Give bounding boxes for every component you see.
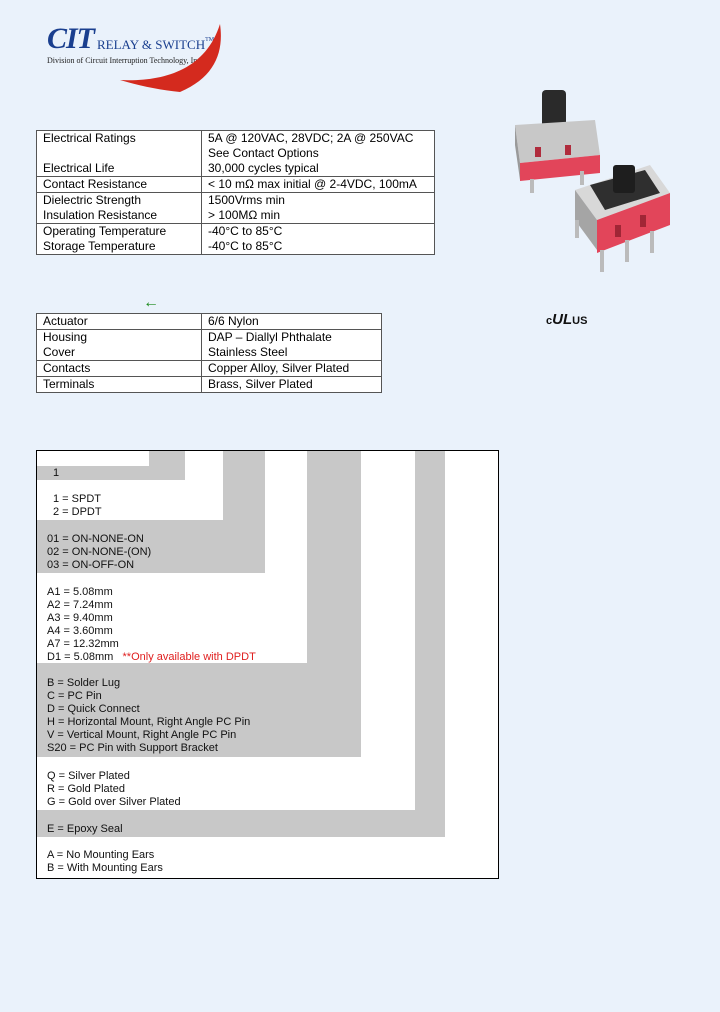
ordering-info-box: 1 1 = SPDT 2 = DPDT 01 = ON-NONE-ON 02 =… [36,450,499,879]
list-item: A4 = 3.60mm [47,625,113,637]
order-seal: E = Epoxy Seal [47,823,123,835]
list-item: 01 = ON-NONE-ON [47,533,144,545]
table-row: Contact Resistance < 10 mΩ max initial @… [36,176,435,193]
spec-value: Brass, Silver Plated [201,376,382,393]
list-item: R = Gold Plated [47,783,125,795]
spec-label: Terminals [36,376,202,393]
logo-relay-switch-text: RELAY & SWITCH [97,37,206,52]
list-item: A = No Mounting Ears [47,849,155,861]
table-row: Contacts Copper Alloy, Silver Plated [36,360,382,377]
list-item: V = Vertical Mount, Right Angle PC Pin [47,729,237,741]
materials-table: Actuator 6/6 Nylon Housing Cover DAP – D… [36,313,382,393]
spec-value: Copper Alloy, Silver Plated [201,360,382,377]
list-item: A3 = 9.40mm [47,612,113,624]
table-row: Electrical Ratings Electrical Life 5A @ … [36,130,435,177]
list-item: 2 = DPDT [53,506,102,518]
list-item: H = Horizontal Mount, Right Angle PC Pin [47,716,251,728]
spec-label: Insulation Resistance [43,208,158,222]
arrow-left-icon: ← [143,294,159,311]
order-terminals: B = Solder Lug C = PC Pin D = Quick Conn… [47,677,250,755]
spec-label: Electrical Ratings [43,131,136,145]
list-item: D = Quick Connect [47,703,140,715]
spec-label: Electrical Life [43,161,115,175]
spec-value: Stainless Steel [208,345,288,359]
spec-value: DAP – Diallyl Phthalate [208,330,332,344]
ul-c: c [546,315,553,327]
list-item: 03 = ON-OFF-ON [47,559,135,571]
table-row: Actuator 6/6 Nylon [36,313,382,330]
list-item: S20 = PC Pin with Support Bracket [47,742,218,754]
spec-label: Housing [43,330,88,344]
table-row: Operating Temperature Storage Temperatur… [36,223,435,255]
list-item: A7 = 12.32mm [47,638,119,650]
spec-label: Storage Temperature [43,239,156,253]
order-actuator: A1 = 5.08mm A2 = 7.24mm A3 = 9.40mm A4 =… [47,586,256,664]
order-series: 1 [53,467,60,479]
list-item: D1 = 5.08mm **Only available with DPDT [47,651,256,664]
product-photo-switches [515,90,670,272]
spec-label: Operating Temperature [43,224,167,238]
logo-cit: CIT [47,22,95,55]
spec-value: 6/6 Nylon [201,313,382,330]
spec-label: Contacts [36,360,202,377]
ul-letters: UL [552,311,573,328]
order-plating: Q = Silver Plated R = Gold Plated G = Go… [47,770,181,809]
logo-division: Division of Circuit Interruption Technol… [47,56,203,65]
spec-value: -40°C to 85°C [208,239,283,253]
list-item: B = With Mounting Ears [47,862,163,874]
list-item: 1 = SPDT [53,493,101,505]
order-poles: 1 = SPDT 2 = DPDT [53,493,102,519]
list-item: 02 = ON-NONE-(ON) [47,546,152,558]
order-mounting: A = No Mounting Ears B = With Mounting E… [47,849,163,875]
spec-value: 5A @ 120VAC, 28VDC; 2A @ 250VAC [208,131,414,145]
actuator-d1: D1 = 5.08mm [47,651,114,663]
dpdt-note: **Only available with DPDT [122,651,256,663]
list-item: A2 = 7.24mm [47,599,113,611]
spec-label: Cover [43,345,76,359]
list-item: C = PC Pin [47,690,102,702]
list-item: G = Gold over Silver Plated [47,796,181,808]
list-item: B = Solder Lug [47,677,121,689]
spec-value: See Contact Options [208,146,319,160]
spec-value: > 100MΩ min [208,208,280,222]
order-circuit: 01 = ON-NONE-ON 02 = ON-NONE-(ON) 03 = O… [47,533,151,572]
spec-label: Dielectric Strength [43,193,142,207]
logo-swoosh-icon [120,24,221,92]
ul-certification-icon: cULUS [546,311,587,328]
logo-tm: TM [205,37,215,43]
spec-value: 30,000 cycles typical [208,161,319,175]
list-item: Q = Silver Plated [47,770,130,782]
table-row: Housing Cover DAP – Diallyl Phthalate St… [36,329,382,361]
table-row: Terminals Brass, Silver Plated [36,376,382,393]
list-item: A1 = 5.08mm [47,586,113,598]
spec-value: 1500Vrms min [208,193,285,207]
spec-label [43,146,195,161]
ul-us: US [572,315,588,327]
spec-value: -40°C to 85°C [208,224,283,238]
spec-label: Actuator [36,313,202,330]
spec-value: < 10 mΩ max initial @ 2-4VDC, 100mA [201,176,435,193]
logo-relay-switch: RELAY & SWITCHTM [97,37,214,53]
table-row: Dielectric Strength Insulation Resistanc… [36,192,435,224]
electrical-specs-table: Electrical Ratings Electrical Life 5A @ … [36,130,435,255]
spec-label: Contact Resistance [36,176,202,193]
